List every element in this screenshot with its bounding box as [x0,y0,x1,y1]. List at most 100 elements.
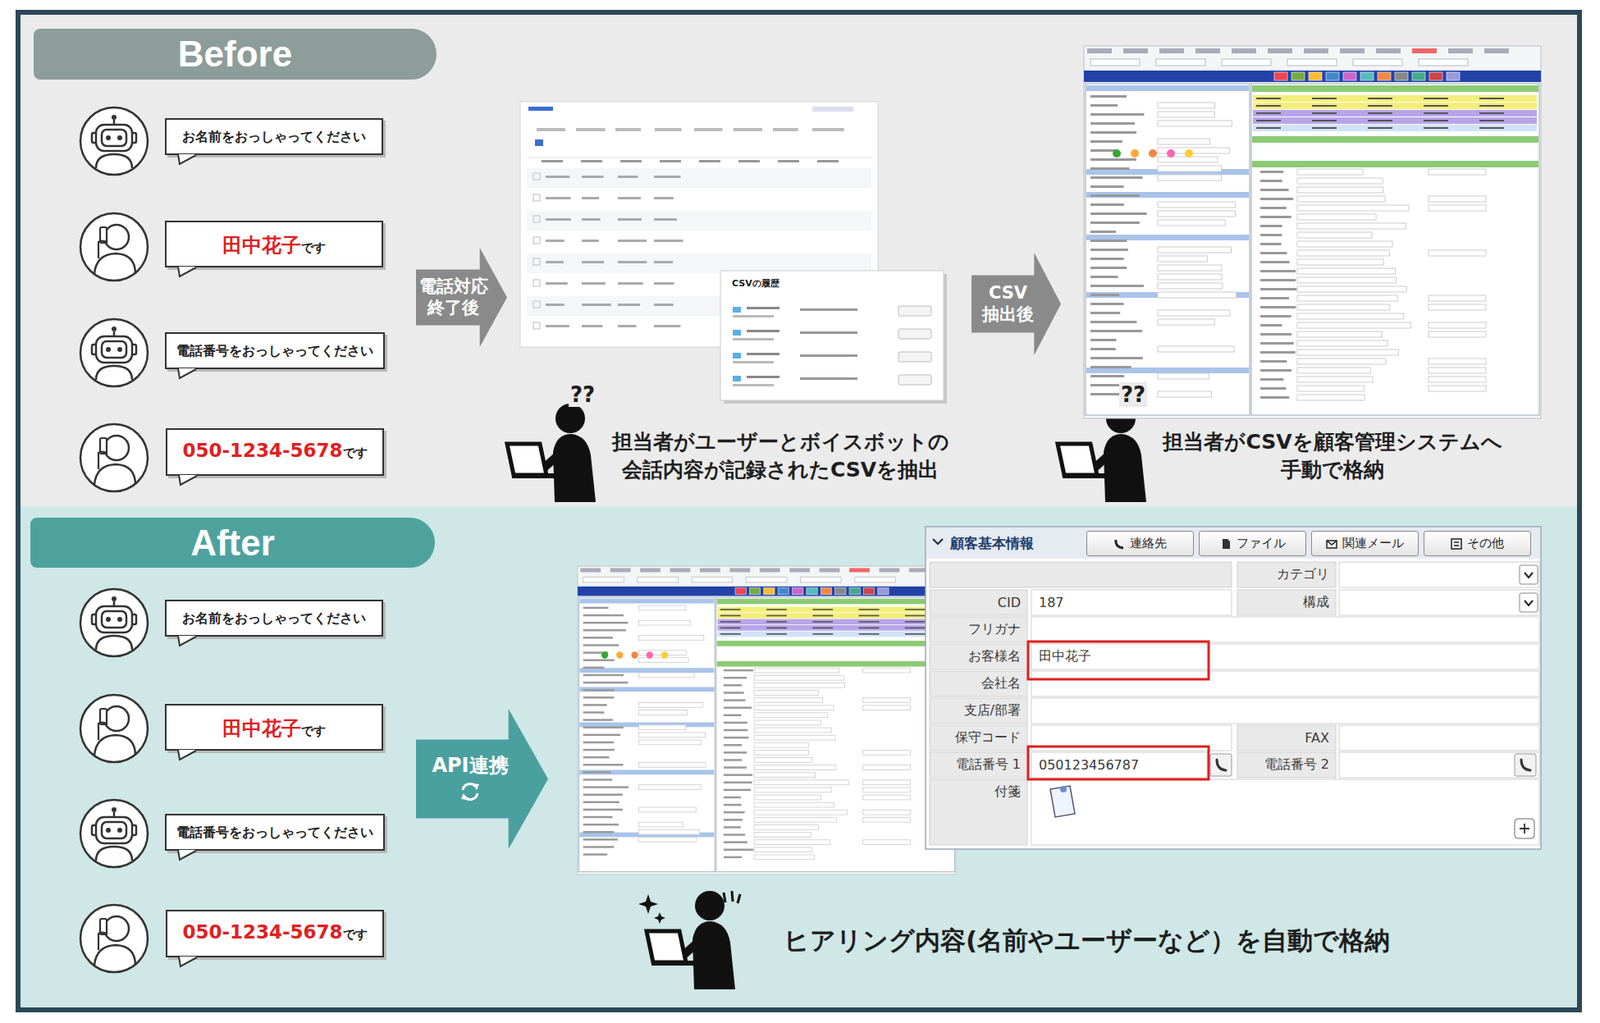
field-text [1260,179,1283,183]
cell-text [653,218,677,221]
row-text [905,615,926,618]
caller-body [94,945,136,966]
arrow-label: 電話対応 終了後 [419,276,489,318]
title-bar [577,586,956,597]
toolbar-icon [735,588,746,595]
cell-text [617,239,647,243]
field-text [1090,221,1140,224]
tail-outline [178,749,197,760]
header-text [817,160,839,163]
caller-head [104,224,129,250]
field-label: CID [929,589,1028,616]
field-text [723,856,742,859]
field-text [1090,104,1118,107]
toolbar-icon [1412,72,1426,81]
section-header [579,769,714,775]
field-input [754,780,850,786]
checkbox [533,173,540,180]
filter-text [615,128,641,132]
field-text [1260,288,1297,291]
caller-head [104,916,129,942]
robot-icon [80,589,148,657]
field-input [754,772,816,778]
field-input [1157,219,1226,226]
cell-text [653,196,674,200]
input [1221,59,1271,66]
input-cell [1339,752,1540,778]
pill-label: After [190,522,275,564]
caller-hand [98,452,108,470]
field-text [723,841,748,843]
row-text [720,621,741,623]
tail-fill [178,635,197,646]
sparkle-line [737,894,741,904]
field-text [583,734,622,736]
field-text [1260,369,1292,372]
form-header [926,527,1541,559]
field-text [723,714,742,717]
form-frame [925,526,1541,850]
row-text [732,384,774,387]
add-glyph [1519,823,1530,834]
right-panel [1251,83,1540,416]
customer-form [925,526,1541,850]
field-input [638,672,695,678]
row-text [859,608,880,611]
input-cell [1339,589,1540,616]
field-text [1260,378,1284,381]
menu-item [789,567,810,572]
robot-icon [80,107,148,175]
caller-icon [80,424,148,492]
field-input [754,758,813,764]
step-caption: 担当者がCSVを顧客管理システムへ 手動で格納 [1162,428,1502,485]
before-panel [18,12,1580,507]
field-text [1260,251,1288,255]
tab-button: 関連メール [1311,530,1419,557]
field-text [723,849,754,851]
field-text [1090,257,1125,261]
filter-text [576,128,606,132]
bubble-text: です [301,240,326,256]
field-input [754,675,844,681]
cell-text [653,282,674,285]
caller-body [94,253,136,275]
field-value: 田中花子 [1037,644,1202,670]
field-text [1090,194,1140,197]
field-text [583,644,620,646]
input [800,576,842,583]
section-header [1086,234,1249,241]
section-header [1086,85,1249,92]
worker-head [555,403,586,434]
bubble-text: 電話番号をおっしゃってください [176,824,374,842]
cell-text [653,239,684,243]
field-input [638,822,683,828]
field-input [1157,256,1207,262]
header-text [777,160,800,163]
bubble-text: です [342,445,368,462]
field-label: フリガナ [929,617,1028,643]
table-row [526,168,872,188]
input-cell [1031,698,1540,724]
phone-glyph [1521,759,1531,771]
robot-antenna [113,119,116,125]
cell-text [617,324,636,328]
dropdown-arrow [1524,572,1533,578]
bubble-text: です [342,927,368,943]
tail-outline [178,635,197,646]
spoken-answer: 050-1234-5678 [182,439,343,462]
field-text [583,636,613,639]
cell-text [545,218,572,221]
cell-text [581,303,612,307]
field-text [723,796,741,799]
row-text [766,608,787,611]
field-label: 電話番号 1 [929,752,1028,778]
label-cell [1237,725,1336,751]
field-input [1428,196,1486,202]
robot-eye [105,347,111,352]
toolbar-icon [749,588,760,595]
field-input [1297,385,1364,392]
row-text [1423,97,1449,100]
robot-face [101,341,127,358]
speech-bubble: 050-1234-5678です [165,909,384,958]
cell-text [581,260,604,264]
